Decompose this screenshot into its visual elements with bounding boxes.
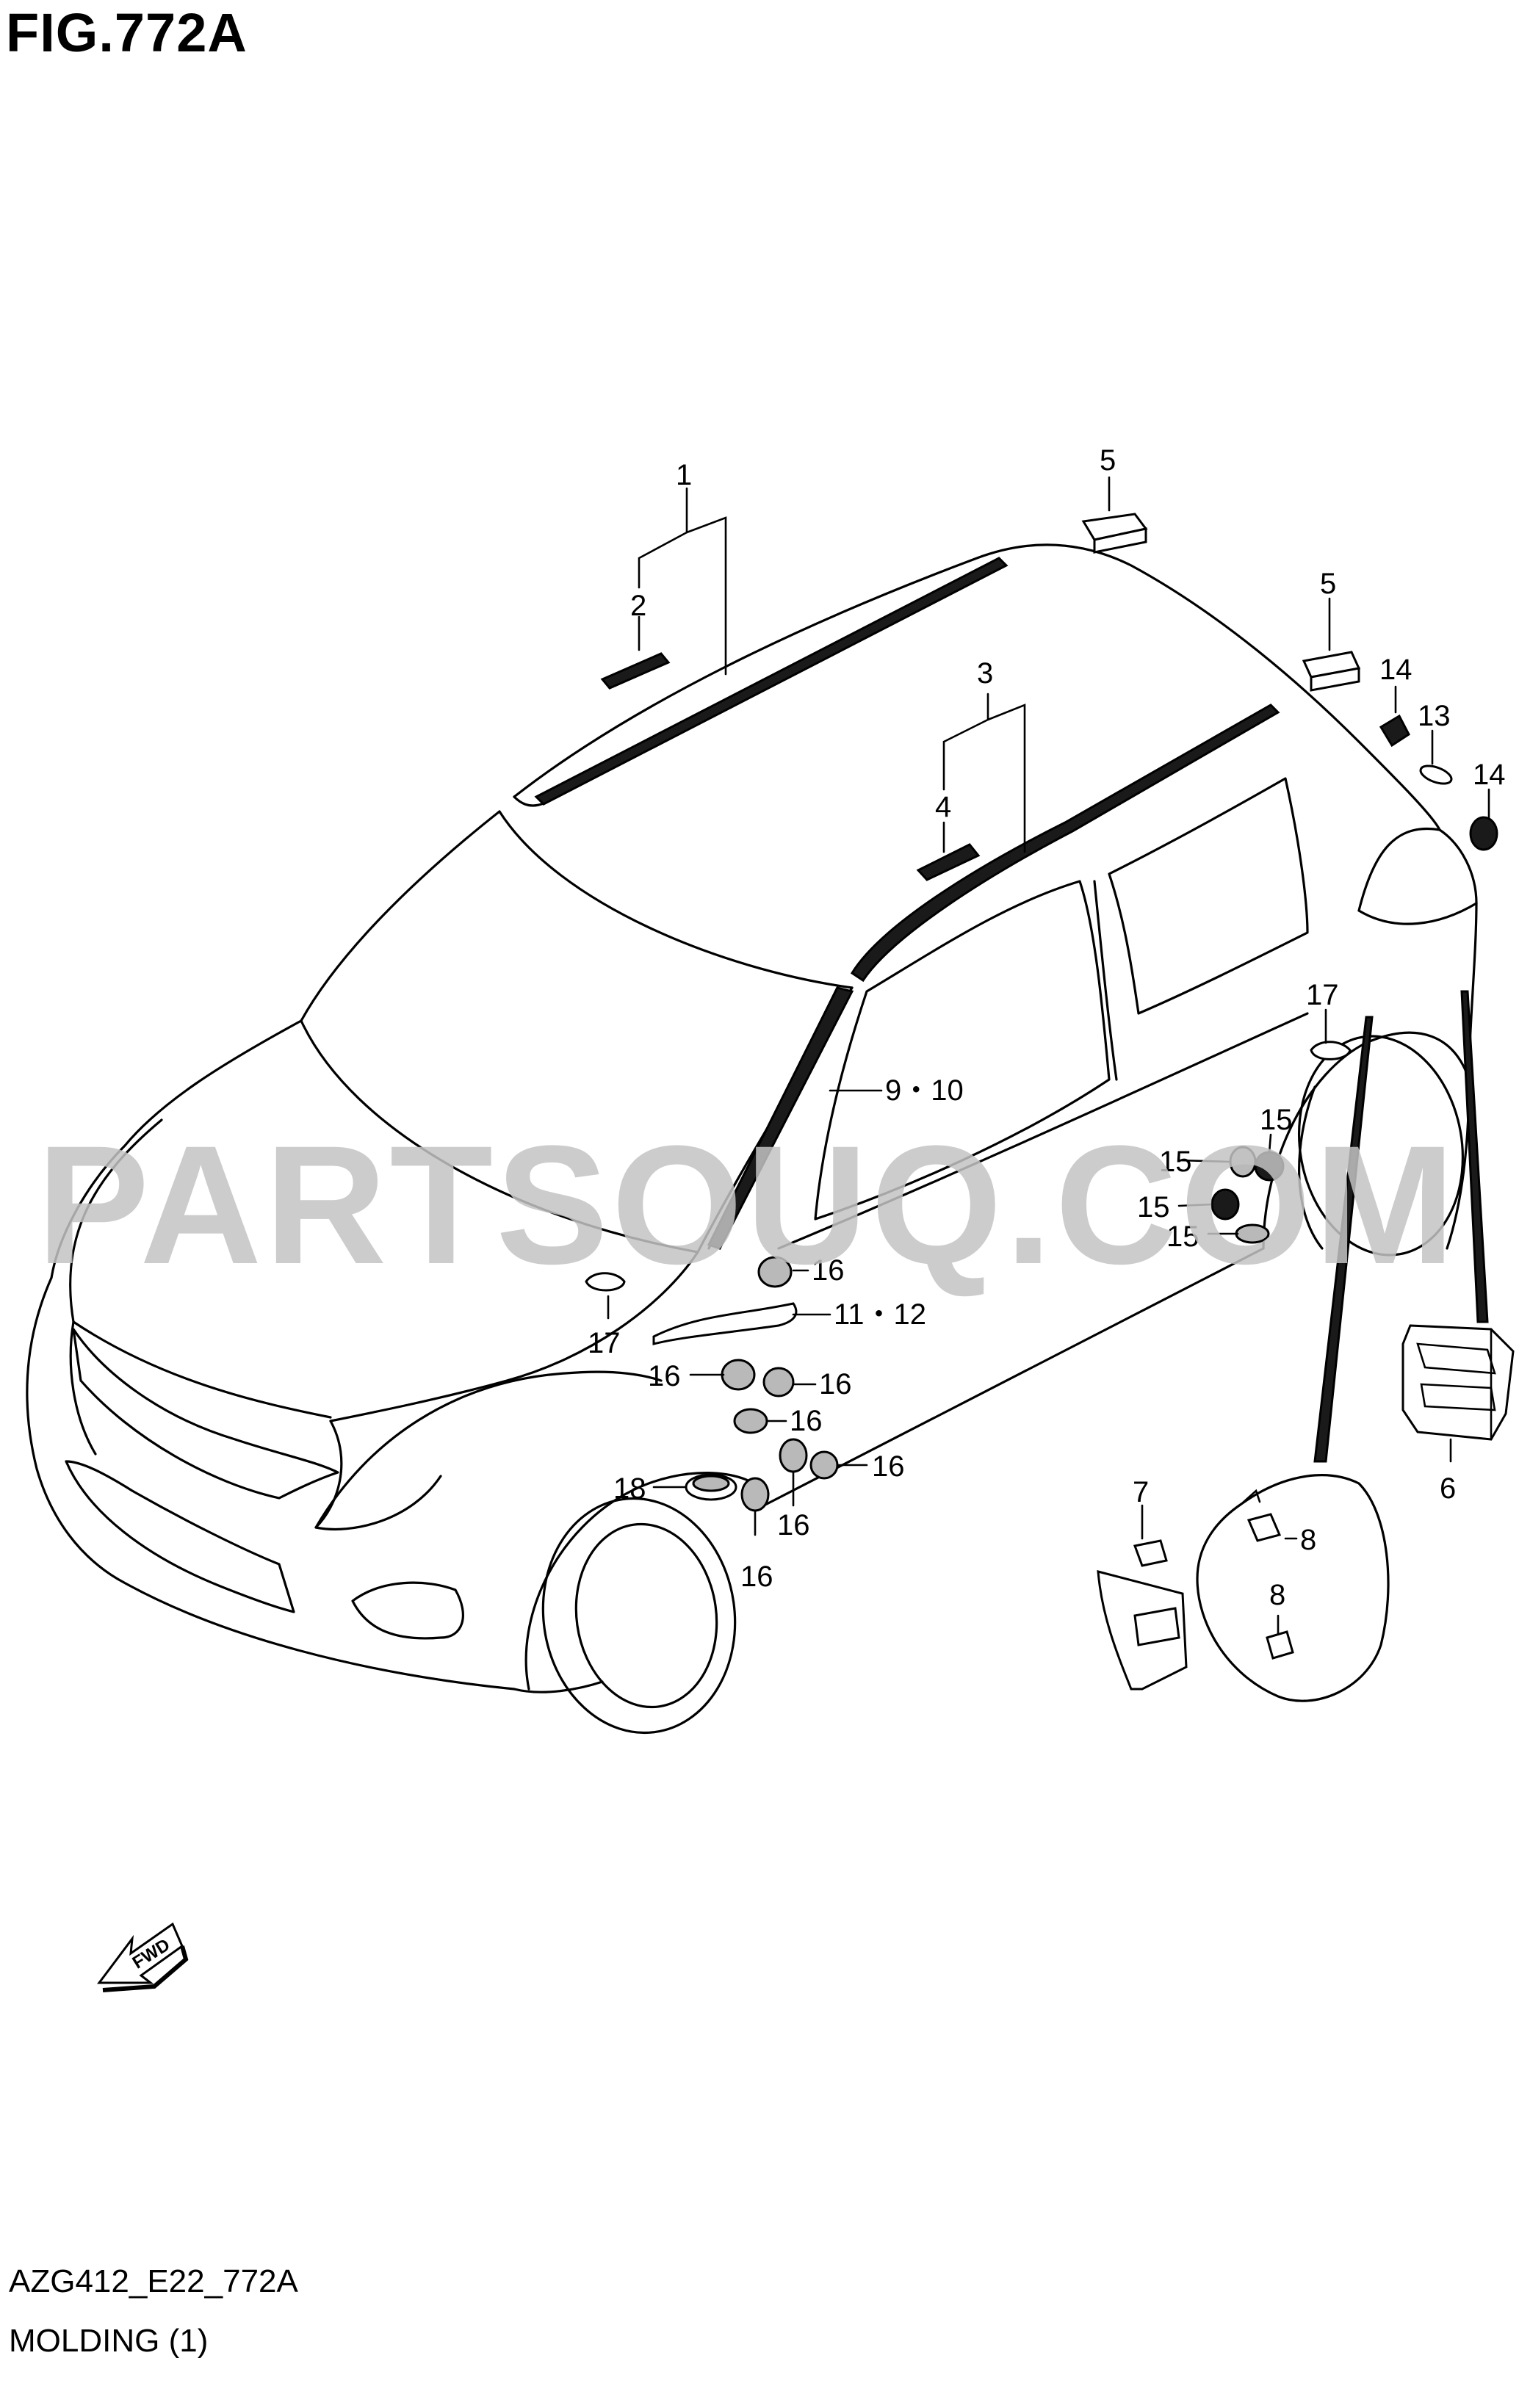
roof-molding-end-cap-2 [600, 652, 671, 690]
diagram-code: AZG412_E22_772A [9, 2263, 298, 2299]
roof-molding-left [534, 557, 1009, 806]
fuel-lid-bracket [1097, 1570, 1188, 1691]
roof-molding-right [850, 704, 1280, 983]
callout-16-c: 16 [819, 1368, 852, 1400]
spoiler-cap-14-left [1379, 714, 1410, 748]
callout-14-right: 14 [1473, 759, 1506, 791]
callout-15-d: 15 [1166, 1221, 1199, 1253]
leader-lines [607, 476, 1490, 1635]
clip-17-rear [1310, 1041, 1352, 1060]
roof-clip-5-upper [1081, 513, 1148, 554]
callout-17-front: 17 [588, 1327, 621, 1359]
callout-16-g: 16 [740, 1561, 773, 1593]
callout-15-b: 15 [1159, 1146, 1192, 1178]
grommet-16-a [757, 1256, 793, 1288]
long-leader-strips [1313, 990, 1489, 1463]
grommet-16-c [762, 1367, 795, 1398]
roof-molding-end-cap-4 [916, 843, 981, 881]
callout-1: 1 [676, 459, 692, 491]
windshield-side-molding [707, 986, 854, 1250]
callout-6: 6 [1440, 1472, 1456, 1505]
callout-8-lower: 8 [1269, 1579, 1285, 1611]
fuel-filler-lid [1196, 1474, 1390, 1702]
callout-15-c: 15 [1137, 1191, 1170, 1223]
callout-9-10: 9・10 [885, 1074, 964, 1107]
fwd-direction-arrow: FWD [97, 1922, 189, 1992]
rear-vent-6 [1401, 1324, 1515, 1441]
cowl-side-cover [652, 1302, 798, 1345]
bumper-7 [1133, 1539, 1168, 1567]
callout-14-left: 14 [1379, 654, 1412, 686]
grommet-16-d [733, 1408, 768, 1434]
callout-5-lower: 5 [1320, 568, 1336, 600]
clip-8-lower [1266, 1630, 1294, 1660]
clip-8-upper [1246, 1513, 1282, 1542]
callout-18: 18 [613, 1472, 646, 1505]
callout-7: 7 [1133, 1476, 1149, 1508]
callout-11-12: 11・12 [834, 1298, 926, 1331]
callout-5-upper: 5 [1100, 444, 1116, 477]
callout-16-d: 16 [790, 1405, 823, 1437]
callout-16-e: 16 [777, 1509, 810, 1541]
roof-clip-5-lower [1302, 651, 1361, 692]
callout-2: 2 [630, 590, 646, 622]
callout-17-rear: 17 [1306, 979, 1339, 1011]
callout-16-b: 16 [648, 1360, 681, 1392]
callout-8-upper: 8 [1300, 1524, 1316, 1556]
figure-title: FIG.772A [6, 2, 248, 63]
callout-13: 13 [1418, 700, 1451, 732]
callout-4: 4 [935, 791, 951, 823]
grommet-16-g [740, 1477, 770, 1512]
callouts: 1 2 3 4 5 5 14 13 14 17 15 15 15 15 9・10… [588, 444, 1506, 1611]
watermark: PARTSOUQ.COM [37, 1110, 1458, 1299]
grommet-16-f [809, 1450, 839, 1480]
callout-16-f: 16 [872, 1450, 905, 1483]
grommet-18 [685, 1473, 737, 1501]
spoiler-cap-14-right [1469, 816, 1498, 851]
spoiler-seal-13 [1419, 764, 1453, 785]
diagram-caption: MOLDING (1) [9, 2323, 209, 2359]
callout-3: 3 [977, 657, 993, 690]
grommet-16-b [721, 1359, 756, 1391]
car-body-outline [26, 543, 1478, 1735]
callout-16-a: 16 [812, 1254, 845, 1287]
callout-15-a: 15 [1260, 1104, 1293, 1136]
clip-17-front [585, 1272, 626, 1292]
grommet-16-e [779, 1438, 808, 1473]
